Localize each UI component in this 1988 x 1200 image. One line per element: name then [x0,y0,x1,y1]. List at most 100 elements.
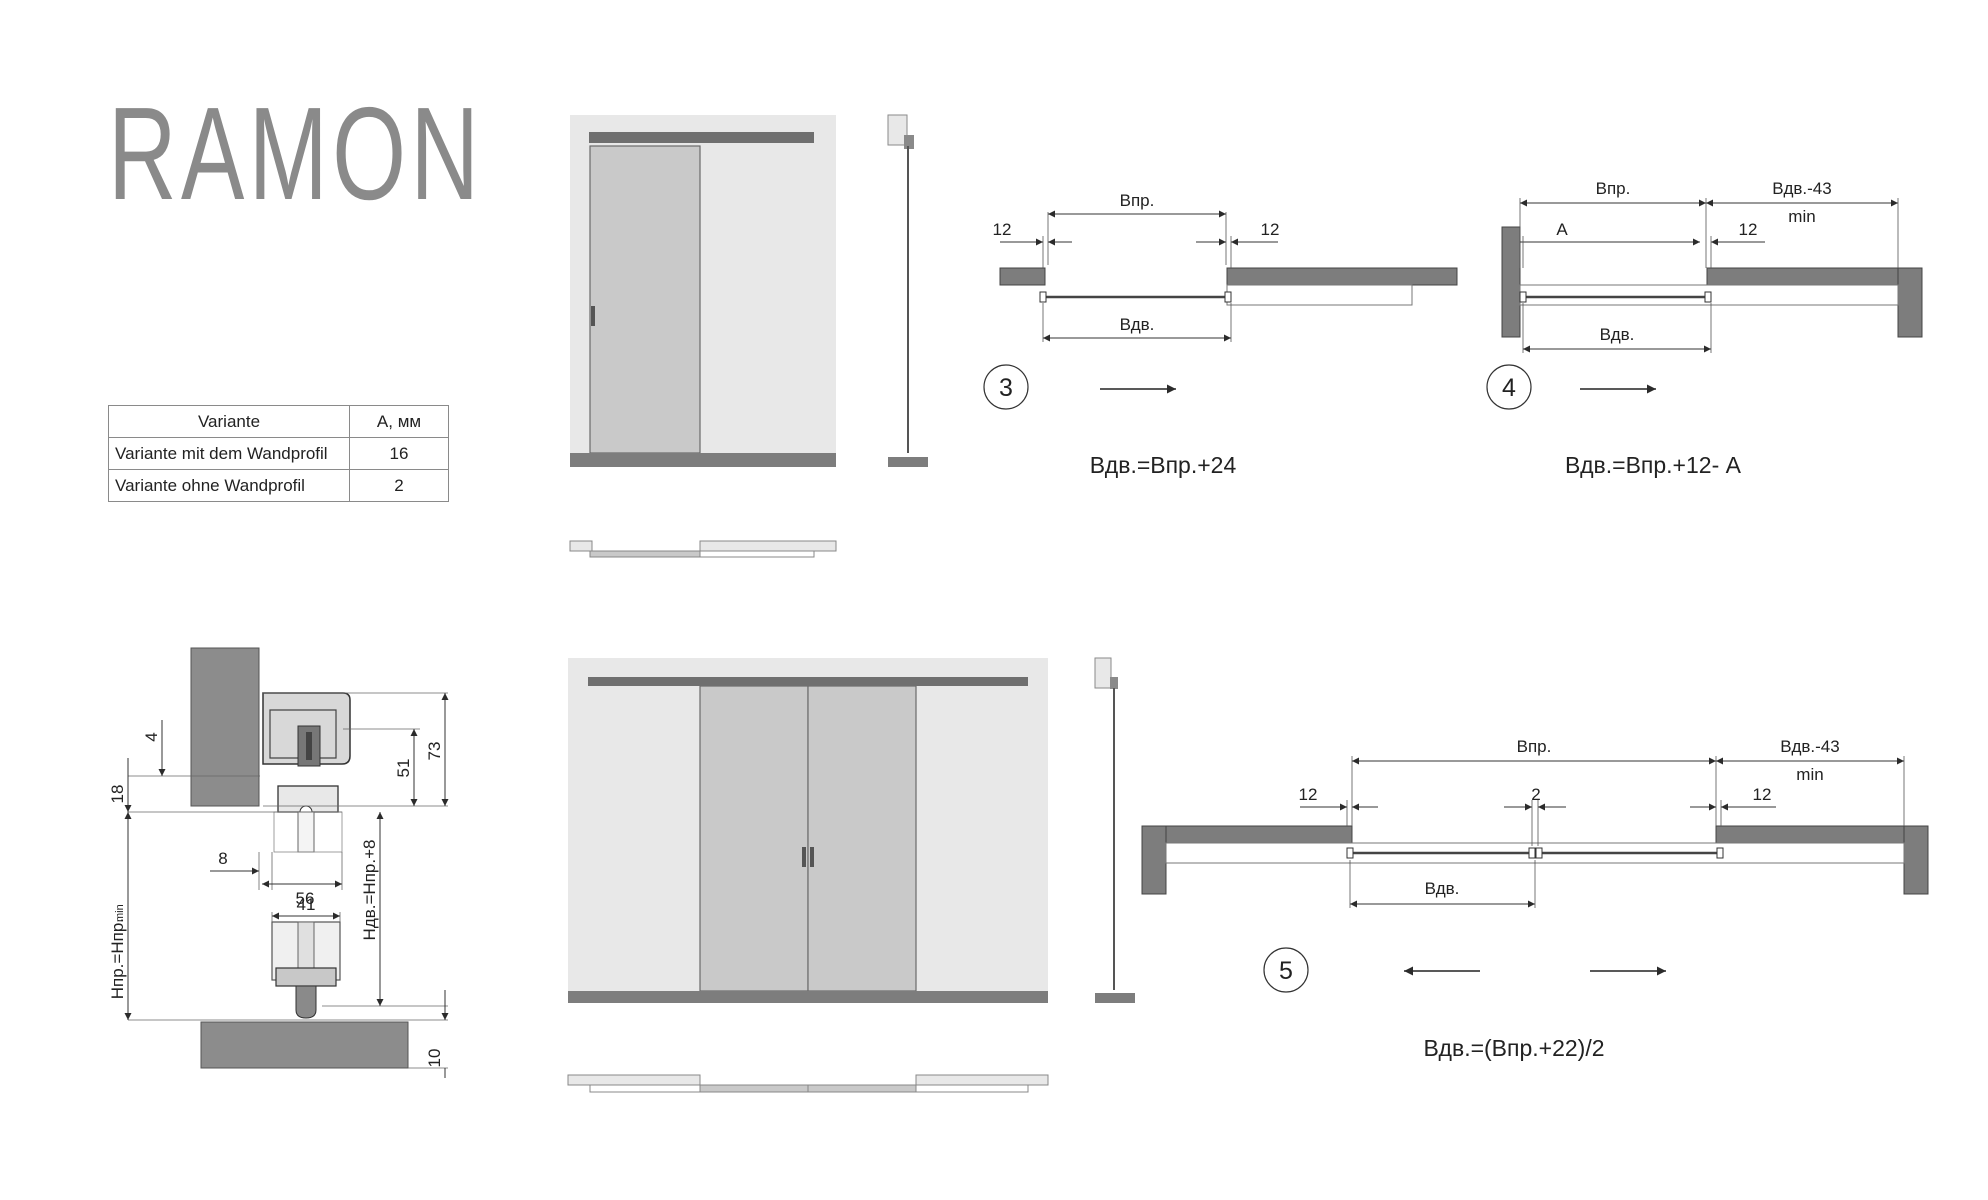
variants-header-variant: Variante [108,405,350,438]
dim-hopening-label: Нпр.=Нпр. [108,918,127,999]
rail-section [904,135,914,149]
glass-door-panel-left [699,685,809,992]
floor-section [888,457,928,467]
dim-center-label: 2 [1531,785,1540,804]
double-door-elevation [568,658,1048,1003]
scheme-number-circle [1263,947,1309,993]
dim-opening-label: Впр. [1120,191,1155,210]
dim-hopening-sub: min [114,904,126,922]
profile-inner-channel [269,709,337,759]
dim-door-label: Вдв. [1600,325,1635,344]
dim-10-label: 10 [425,1049,444,1068]
dim-73-label: 73 [425,742,444,761]
scheme-number-circle [983,364,1029,410]
dim-8-label: 8 [218,849,227,868]
floor-section [1095,993,1135,1003]
dim-56-label: 56 [296,889,315,908]
scheme-number: 5 [1279,957,1293,985]
plan-wall-left [567,1074,701,1086]
dim-door-label: Вдв. [1120,315,1155,334]
single-door-plan [569,540,837,558]
wall-right [1706,267,1920,286]
dim-18-label: 18 [108,785,127,804]
door-clamp-left [1519,291,1527,303]
scheme-number-circle [1486,364,1532,410]
table-row: Variante ohne Wandprofil 2 [108,469,449,502]
wall-left [999,267,1046,286]
dim-door-label: Вдв. [1425,879,1460,898]
wall-right-return [1903,825,1929,895]
door-clamp-right [1224,291,1232,303]
plan-parking-right [915,1084,1029,1093]
scheme-4: Впр. Вдв.-43 min A 12 Вдв. 4 Вдв.=Впр.+1… [1486,179,1923,478]
plan-parking-left [589,1084,701,1093]
wall-left-column [1501,226,1521,338]
variants-table: Variante A, мм Variante mit dem Wandprof… [108,405,449,502]
roller-wheel [306,732,312,760]
dim-51-label: 51 [394,759,413,778]
dim-right-label: 12 [1753,785,1772,804]
dim-opening-label: Впр. [1596,179,1631,198]
floor-block [200,1021,409,1069]
plan-door-open [699,550,815,558]
top-rail-profile [588,677,1028,686]
door-clamp-left [1039,291,1047,303]
plan-door-leaf [589,550,701,558]
dim-left-label: 12 [993,220,1012,239]
door-clamp [1528,847,1536,859]
variant-name: Variante mit dem Wandprofil [108,437,350,470]
plan-wall-right [699,540,837,552]
dim-stack-min-label: min [1796,765,1823,784]
scheme-formula: Вдв.=Впр.+12- A [1565,452,1742,478]
variants-table-header: Variante A, мм [108,405,449,438]
top-rail-profile [589,132,814,143]
door-handle-right [810,847,814,867]
variant-name: Variante ohne Wandprofil [108,469,350,502]
floor-strip [568,991,1048,1003]
plan-wall-right [915,1074,1049,1086]
door-clamp [1535,847,1543,859]
ceiling-wall-section [1094,657,1112,689]
variants-header-value: A, мм [349,405,449,438]
double-door-side-view [1094,657,1135,1003]
glass-edge-bottom [297,921,315,973]
scheme-5: Впр. Вдв.-43 min 12 2 12 Вдв. 5 В [1141,737,1929,1061]
ceiling-wall-block [190,647,260,807]
scheme-3: Впр. 12 12 Вдв. 3 Вдв.=Впр.+24 [983,191,1458,478]
wall-right [1715,825,1929,844]
dim-41-label: 41 [297,895,316,914]
dim-left-label: 12 [1299,785,1318,804]
door-handle [591,306,595,326]
dim-stack-label: Вдв.-43 [1772,179,1831,198]
scheme-formula: Вдв.=Впр.+24 [1090,452,1237,478]
profile-section-drawing: 73 51 4 18 Нпр.=Нпр. min Ндв.=Нпр.+8 10 … [108,647,449,1078]
floor-strip [570,453,836,467]
glass-door-panel [589,145,701,454]
door-handle-left [802,847,806,867]
ceiling-wall-section [887,114,908,146]
dim-gap-label: 12 [1739,220,1758,239]
single-door-side-view [887,114,928,467]
dim-opening-label: Впр. [1517,737,1552,756]
door-parking-outline [1226,284,1413,306]
dim-stack-min-label: min [1788,207,1815,226]
wall-right [1226,267,1458,286]
dim-hdoor-label: Ндв.=Нпр.+8 [360,840,379,941]
dim-a-label: A [1556,220,1568,239]
door-clamp [1346,847,1354,859]
glass-edge-top [297,811,315,853]
single-door-elevation [570,115,836,467]
double-door-plan [567,1074,1049,1093]
dim-right-label: 12 [1261,220,1280,239]
dim-4-label: 4 [142,732,161,741]
bottom-guide [275,967,337,987]
wall-left-return [1141,825,1167,895]
dim-stack-label: Вдв.-43 [1780,737,1839,756]
door-clamp-right [1704,291,1712,303]
rail-section [1110,677,1118,689]
product-title: RAMON [108,80,484,227]
scheme-number: 3 [999,374,1013,402]
scheme-number: 4 [1502,374,1516,402]
